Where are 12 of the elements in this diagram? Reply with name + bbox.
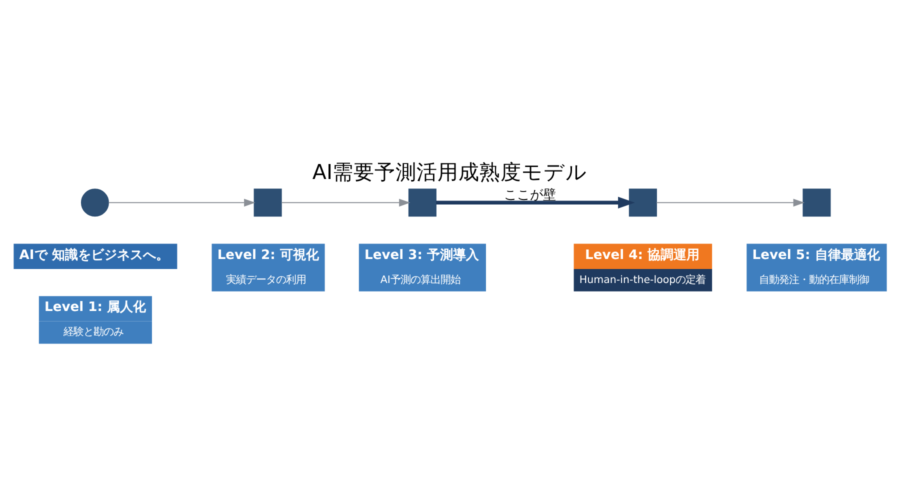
arrow [656,198,805,207]
node-box [802,188,831,217]
arrow [108,198,256,207]
node-box [408,188,436,217]
arrow [436,196,635,209]
node-box [628,188,657,217]
node-box: AIで 知識をビジネスへ。 [14,244,178,269]
node-box [254,188,282,217]
edge-label: ここが壁 [504,188,556,204]
node-person [80,188,109,217]
arrow [281,198,410,207]
diagram-title: AI需要予測活用成熟度モデル [312,160,588,184]
